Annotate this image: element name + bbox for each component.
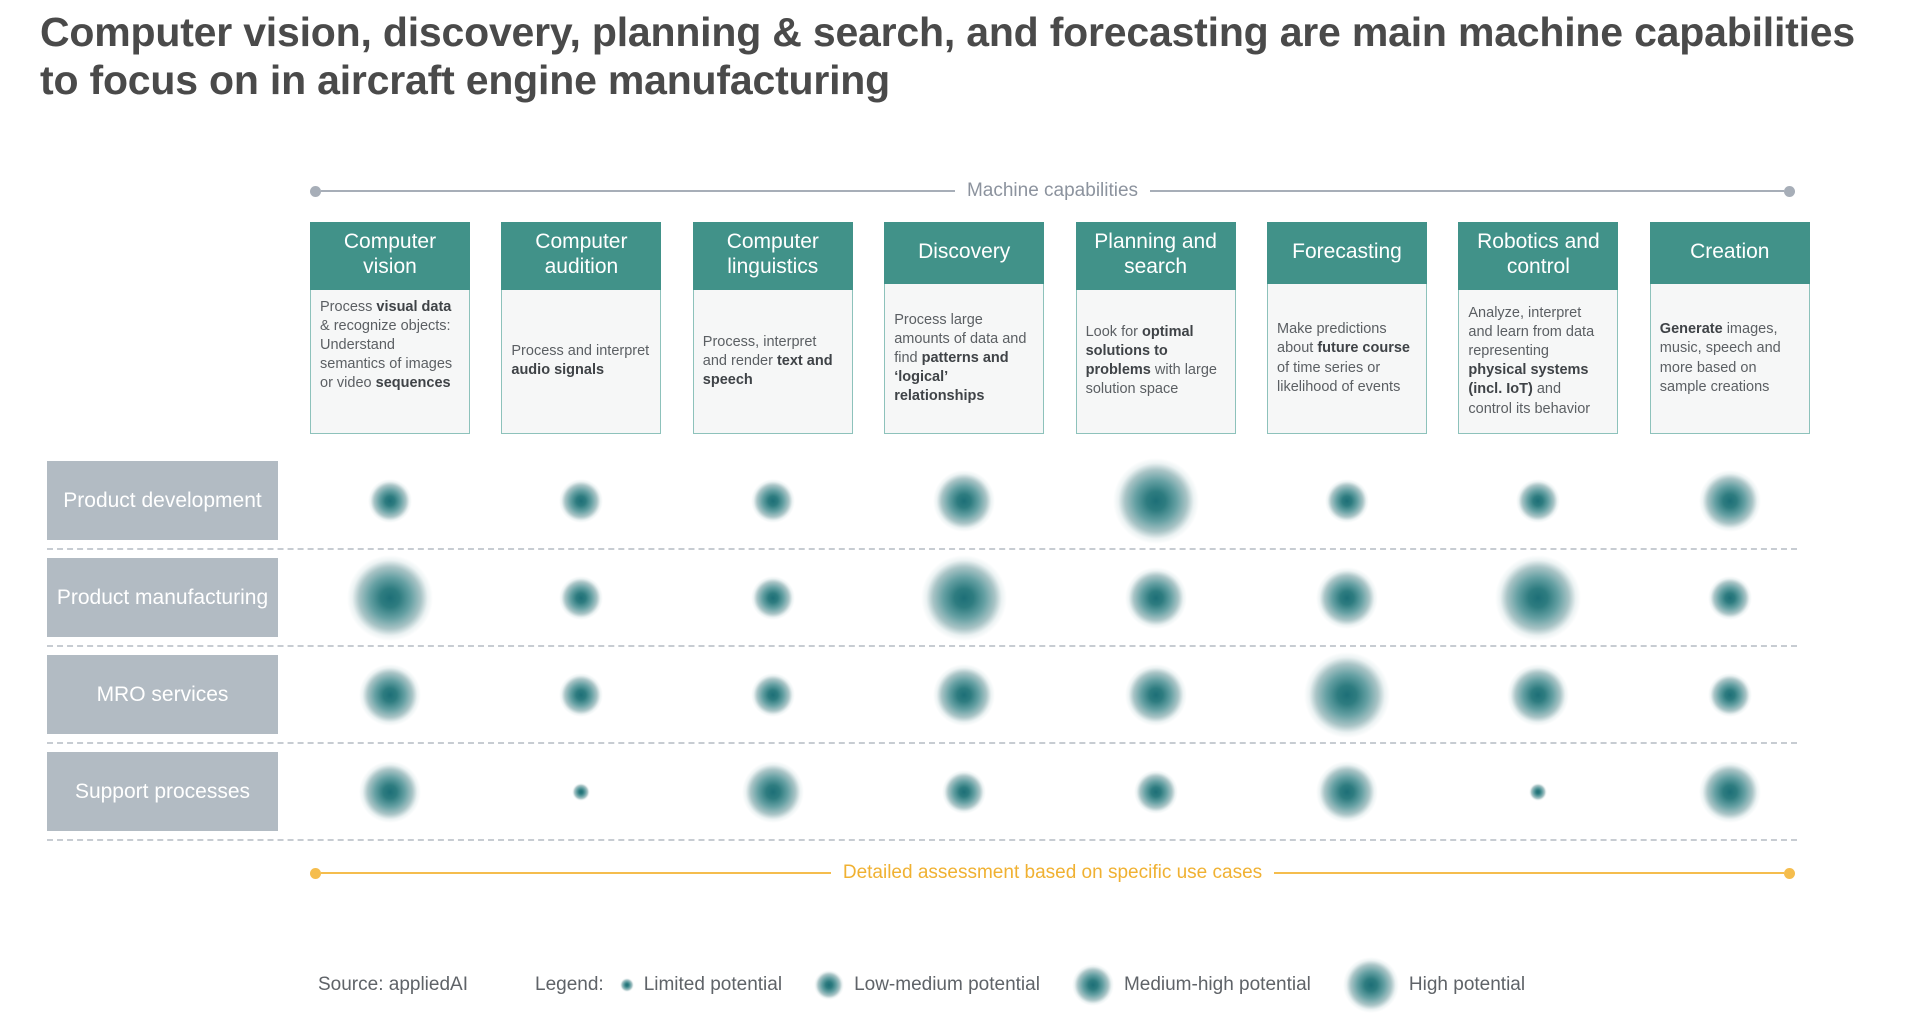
potential-bubble[interactable] [1316,761,1378,823]
potential-bubble[interactable] [1124,567,1187,629]
potential-bubble[interactable] [368,479,412,523]
potential-bubble[interactable] [741,761,804,823]
rail-label-machine-capabilities: Machine capabilities [966,180,1139,201]
matrix-row: Support processes [0,746,1920,843]
capability-card-title: Forecasting [1267,222,1427,284]
legend-item-label: High potential [1408,974,1526,995]
potential-bubble[interactable] [559,479,604,523]
legend-bubble-icon [1342,957,1399,1013]
machine-capabilities-rail: Machine capabilities [310,180,1795,201]
legend-title: Legend: [535,974,604,995]
potential-bubble[interactable] [1707,673,1752,717]
potential-bubble[interactable] [1495,555,1582,641]
row-label-2[interactable]: Product manufacturing [47,558,278,637]
legend-item-label: Limited potential [643,974,783,995]
capability-card-title: Computer audition [501,222,662,290]
potential-bubble[interactable] [1516,479,1561,523]
row-separator [47,839,1797,841]
potential-bubble[interactable] [942,770,987,814]
capability-card-title: Discovery [884,222,1045,284]
potential-bubble[interactable] [750,673,795,717]
legend-item: Low-medium potential [814,970,1040,1000]
rail-end-dot-icon [1784,185,1795,197]
legend-item: Medium-high potential [1071,964,1311,1006]
row-separator [47,742,1797,744]
legend-item-label: Low-medium potential [854,974,1040,995]
potential-bubble[interactable] [347,555,433,641]
potential-bubble[interactable] [1304,652,1390,738]
rail-end-dot-icon [1784,867,1795,879]
capability-card-description: Make predictions about future course of … [1267,284,1427,434]
capability-card-description: Look for optimal solutions to problems w… [1075,289,1236,434]
potential-bubble[interactable] [1698,761,1761,823]
potential-bubble[interactable] [933,664,996,726]
source-label: Source: appliedAI [318,974,468,995]
row-label-1[interactable]: Product development [47,461,278,540]
potential-bubble[interactable] [1325,479,1369,523]
capability-card-title: Computer linguistics [692,222,853,290]
potential-bubble[interactable] [1133,770,1178,814]
potential-bubble[interactable] [559,576,604,620]
capability-card-description: Process, interpret and render text and s… [692,289,853,434]
capability-card-title: Robotics and control [1458,222,1619,290]
rail-start-dot-icon [310,867,321,879]
row-separator [47,645,1797,647]
matrix-row: Product manufacturing [0,552,1920,649]
capability-card-description: Analyze, interpret and learn from data r… [1458,289,1619,434]
capability-card-title: Planning and search [1075,222,1236,290]
potential-bubble[interactable] [1124,664,1187,726]
potential-bubble[interactable] [750,479,795,523]
rail-label-detailed-assessment: Detailed assessment based on specific us… [842,862,1263,883]
row-label-3[interactable]: MRO services [47,655,278,734]
rail-line-left [321,190,955,192]
legend-item-label: Medium-high potential [1123,974,1311,995]
potential-bubble[interactable] [1529,783,1548,801]
legend: Legend: Limited potential Low-medium pote… [535,955,1557,1015]
footer: Source: appliedAI Legend: Limited potent… [0,955,1920,1015]
potential-bubble[interactable] [933,470,996,532]
capability-card-description: Process large amounts of data and find p… [884,284,1045,434]
legend-bubble-icon [1071,964,1114,1006]
page-title: Computer vision, discovery, planning & s… [40,9,1855,104]
potential-bubble[interactable] [1316,567,1378,629]
legend-item: Limited potential [619,974,783,996]
rail-line-left [321,872,831,874]
detailed-assessment-rail: Detailed assessment based on specific us… [310,862,1795,883]
potential-bubble[interactable] [359,664,421,726]
potential-bubble[interactable] [750,576,795,620]
potential-bubble[interactable] [1698,470,1761,532]
matrix-row: MRO services [0,649,1920,746]
capability-card-description: Generate images, music, speech and more … [1649,284,1810,434]
rail-start-dot-icon [310,185,321,197]
capability-card-description: Process visual data & recognize objects:… [310,289,470,434]
legend-item: High potential [1342,957,1526,1013]
potential-bubble[interactable] [1112,458,1199,544]
potential-bubble[interactable] [359,761,421,823]
row-separator [47,548,1797,550]
row-label-4[interactable]: Support processes [47,752,278,831]
capability-card-description: Process and interpret audio signals [501,289,662,434]
rail-line-right [1274,872,1784,874]
potential-bubble[interactable] [1507,664,1570,726]
matrix-row: Product development [0,455,1920,552]
legend-bubble-icon [814,970,845,1000]
potential-bubble[interactable] [921,555,1008,641]
rail-line-right [1150,190,1784,192]
capability-card-title: Computer vision [310,222,470,290]
potential-bubble[interactable] [559,673,604,717]
legend-bubble-icon [619,978,634,992]
potential-bubble[interactable] [572,783,591,801]
potential-bubble[interactable] [1707,576,1752,620]
capability-card-title: Creation [1649,222,1810,284]
